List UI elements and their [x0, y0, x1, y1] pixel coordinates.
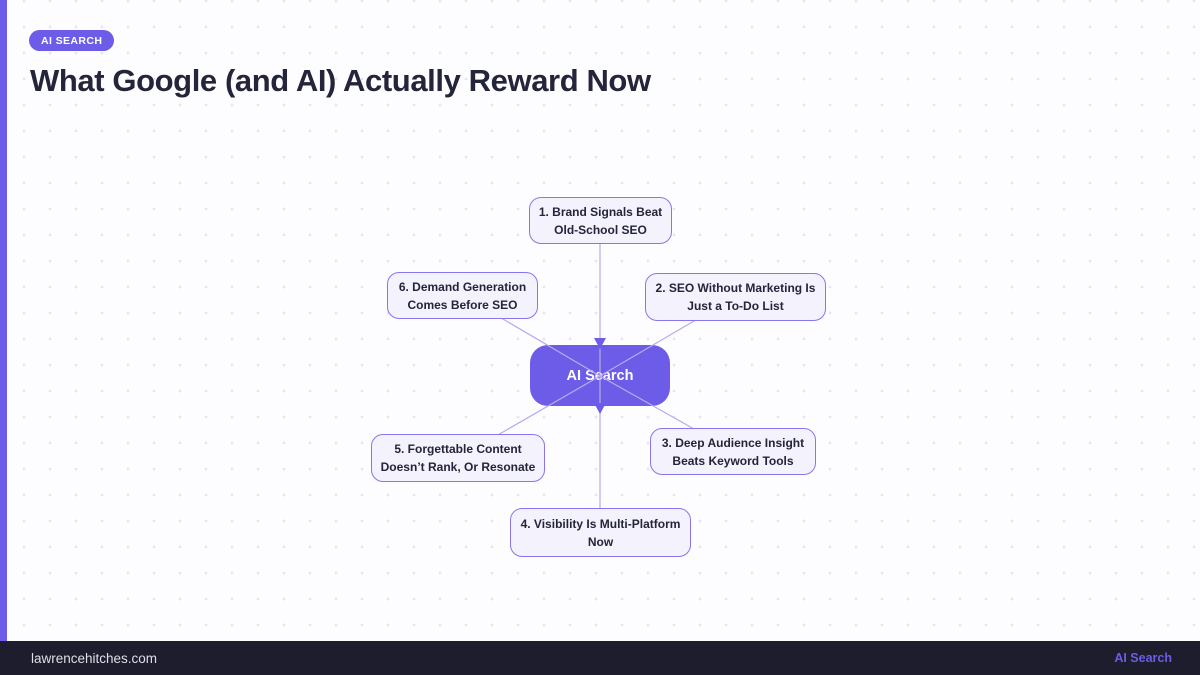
category-badge: AI SEARCH: [29, 30, 115, 51]
node-2-line-1: 2. SEO Without Marketing Is: [655, 281, 816, 295]
node-3-line-1: 3. Deep Audience Insight: [661, 435, 805, 450]
center-node-label: AI Search: [566, 367, 634, 384]
diagram-node-1: 1. Brand Signals Beat Old-School SEO: [529, 197, 672, 244]
node-1-line-2: Old-School SEO: [554, 222, 647, 237]
diagram-node-3: 3. Deep Audience Insight Beats Keyword T…: [650, 428, 816, 475]
node-2-line-2: Just a To-Do List: [687, 299, 784, 313]
node-5-line-1: 5. Forgettable Content: [394, 442, 522, 456]
left-accent-bar: [0, 0, 7, 641]
diagram-node-6: 6. Demand Generation Comes Before SEO: [387, 272, 538, 319]
node-6-line-2: Comes Before SEO: [407, 297, 518, 312]
category-badge-label: AI SEARCH: [41, 34, 103, 47]
node-6-line-1: 6. Demand Generation: [398, 279, 527, 294]
page-title: What Google (and AI) Actually Reward Now: [30, 63, 651, 98]
node-5-line-2: Doesn’t Rank, Or Resonate: [380, 460, 536, 474]
node-4-line-1: 4. Visibility Is Multi-Platform: [520, 516, 681, 531]
footer-tag-text: AI Search: [1114, 651, 1172, 665]
node-4-line-2: Now: [587, 534, 614, 549]
diagram-node-5: 5. Forgettable Content Doesn’t Rank, Or …: [371, 434, 545, 482]
center-node: AI Search: [530, 345, 670, 406]
diagram-node-4: 4. Visibility Is Multi-Platform Now: [510, 508, 691, 557]
footer-bar: lawrencehitches.com AI Search: [0, 641, 1200, 675]
node-3-line-2: Beats Keyword Tools: [672, 453, 794, 468]
footer-site-text: lawrencehitches.com: [31, 650, 158, 666]
diagram-node-2: 2. SEO Without Marketing Is Just a To-Do…: [645, 273, 826, 321]
node-1-line-1: 1. Brand Signals Beat: [538, 204, 663, 219]
